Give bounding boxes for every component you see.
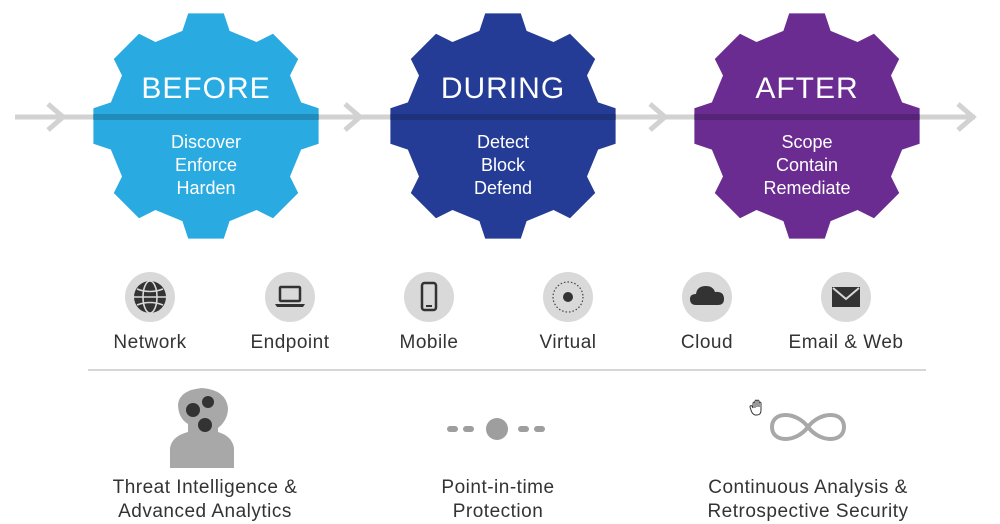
during-action-defend: Defend	[473, 178, 533, 198]
device-endpoint: Endpoint	[220, 272, 360, 354]
device-cloud: Cloud	[637, 272, 777, 354]
before-gear	[93, 13, 319, 239]
during-actions: Detect Block Defend	[393, 131, 613, 200]
envelope-icon	[832, 287, 860, 307]
timeline-chevron-2	[343, 102, 364, 132]
before-action-enforce: Enforce	[174, 155, 238, 175]
device-label-mobile: Mobile	[399, 332, 459, 353]
before-actions: Discover Enforce Harden	[96, 131, 316, 200]
capability-label-line2: Advanced Analytics	[118, 501, 292, 522]
during-gear	[390, 13, 616, 239]
hand-cursor-icon	[749, 399, 762, 416]
capability-label-line1: Point-in-time	[441, 477, 555, 498]
before-action-discover: Discover	[170, 132, 241, 152]
capability-label-line1: Continuous Analysis &	[708, 477, 908, 498]
capability-label-line2: Retrospective Security	[707, 501, 909, 522]
after-action-contain: Contain	[775, 155, 839, 175]
capability-point-in-time: Point-in-time Protection	[338, 476, 658, 524]
timeline-chevron-3	[648, 102, 669, 132]
device-label-virtual: Virtual	[539, 332, 597, 353]
after-actions: Scope Contain Remediate	[697, 131, 917, 200]
device-virtual: Virtual	[498, 272, 638, 354]
before-action-harden: Harden	[176, 178, 236, 198]
cloud-icon	[690, 286, 724, 305]
capability-continuous-analysis: Continuous Analysis & Retrospective Secu…	[648, 476, 968, 524]
phone-icon	[420, 281, 438, 312]
after-gear	[694, 13, 920, 239]
after-title: AFTER	[755, 72, 859, 105]
device-label-cloud: Cloud	[680, 332, 734, 353]
before-band	[93, 114, 319, 120]
during-action-detect: Detect	[476, 132, 530, 152]
section-divider	[88, 369, 926, 371]
before-title: BEFORE	[141, 72, 271, 105]
during-title: DURING	[440, 72, 566, 105]
infinity-icon	[769, 413, 847, 441]
capability-label-line2: Protection	[452, 501, 544, 522]
point-in-time-icon	[447, 418, 545, 440]
capability-threat-intelligence: Threat Intelligence & Advanced Analytics	[45, 476, 365, 524]
timeline-chevron-end	[956, 102, 977, 132]
during-band	[390, 114, 616, 120]
timeline-chevron-1	[46, 102, 67, 132]
device-network: Network	[80, 272, 220, 354]
during-action-block: Block	[480, 155, 525, 175]
device-mobile: Mobile	[359, 272, 499, 354]
device-label-email-web: Email & Web	[788, 332, 904, 353]
device-email-web: Email & Web	[776, 272, 916, 354]
after-band	[694, 114, 920, 120]
capability-label-line1: Threat Intelligence &	[112, 477, 298, 498]
device-label-endpoint: Endpoint	[250, 332, 330, 353]
after-action-scope: Scope	[781, 132, 833, 152]
laptop-icon	[275, 285, 305, 307]
device-label-network: Network	[113, 332, 187, 353]
after-action-remediate: Remediate	[763, 178, 851, 198]
globe-icon	[134, 280, 166, 314]
virtual-target-icon	[552, 281, 584, 313]
head-gears-icon	[170, 388, 234, 468]
